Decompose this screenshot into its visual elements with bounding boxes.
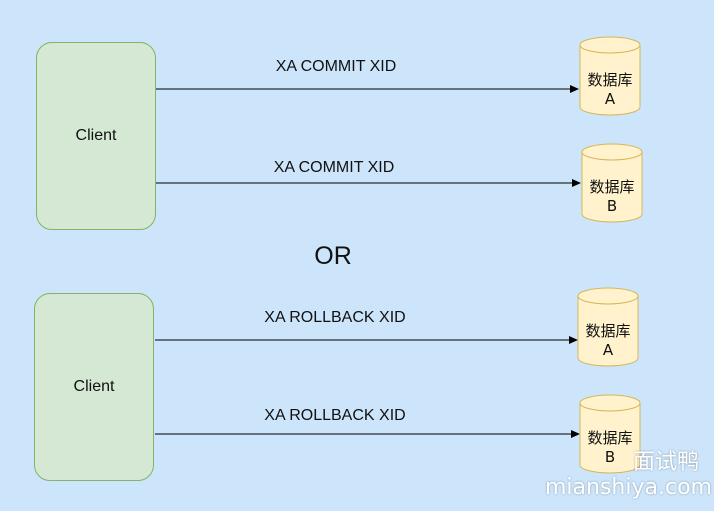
database-b-top <box>581 143 643 223</box>
database-label-a-bottom: 数据库 A <box>576 322 640 360</box>
database-id: A <box>602 341 614 359</box>
watermark-brand: 面试鸭 <box>633 450 700 475</box>
database-label-a-top: 数据库 A <box>578 71 642 109</box>
arrow-label-commit-b: XA COMMIT XID <box>273 159 395 176</box>
arrow-label-rollback-b: XA ROLLBACK XID <box>264 407 406 424</box>
database-name: 数据库 <box>587 429 633 447</box>
client-box-top: Client <box>36 42 156 230</box>
database-name: 数据库 <box>587 71 633 89</box>
database-name: 数据库 <box>589 178 635 196</box>
database-name: 数据库 <box>585 322 631 340</box>
database-label-b-top: 数据库 B <box>580 178 644 216</box>
database-label-b-bottom: 数据库 B <box>578 429 642 467</box>
watermark-url: mianshiya.com <box>545 475 712 500</box>
client-box-bottom: Client <box>34 293 154 481</box>
database-id: B <box>604 448 616 466</box>
database-id: A <box>604 90 616 108</box>
client-label: Client <box>73 378 115 395</box>
arrow-label-commit-a: XA COMMIT XID <box>275 58 397 75</box>
database-a-bottom <box>577 287 639 367</box>
arrow-label-rollback-a: XA ROLLBACK XID <box>264 309 406 326</box>
database-b-bottom <box>579 394 641 474</box>
database-id: B <box>606 197 618 215</box>
client-label: Client <box>75 127 117 144</box>
database-a-top <box>579 36 641 116</box>
or-label: OR <box>314 242 352 270</box>
